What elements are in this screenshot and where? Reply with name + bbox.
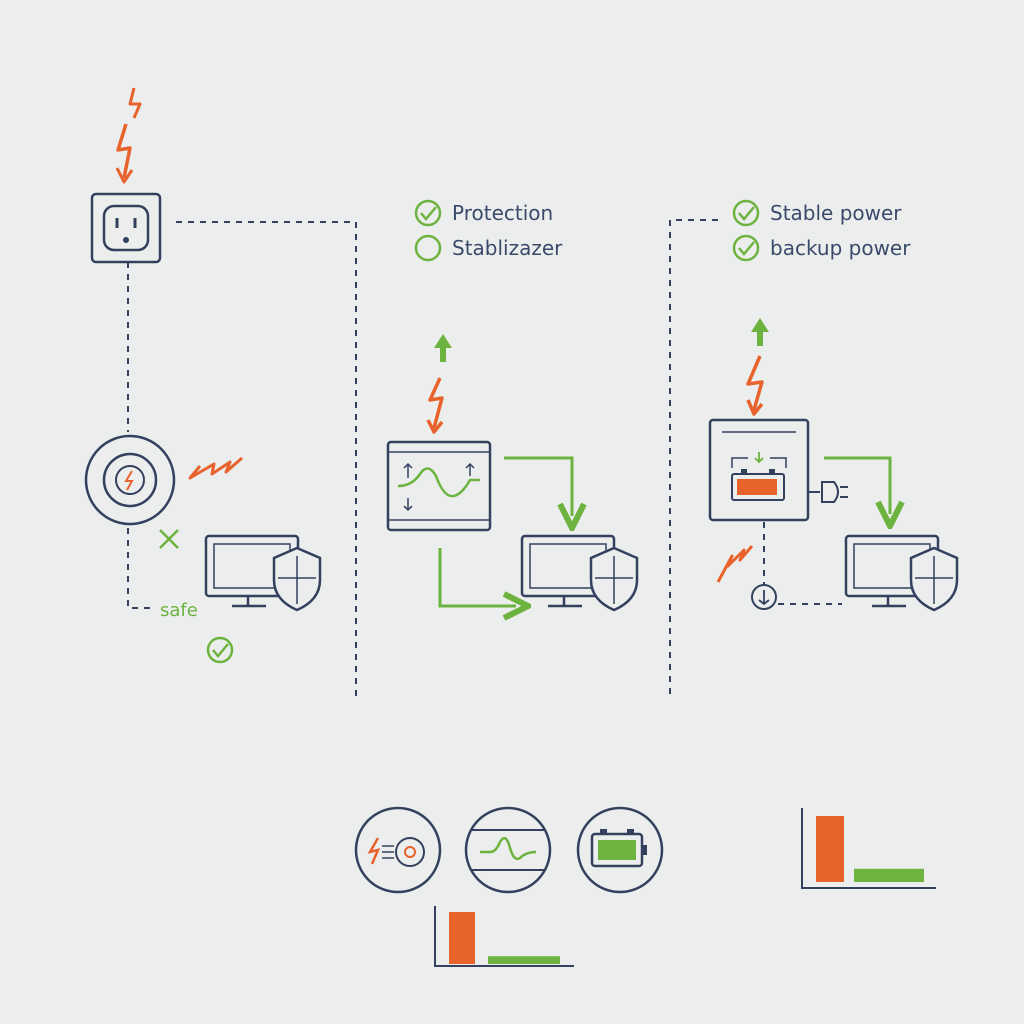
plug-icon [808,481,848,503]
surge-protector-icon [84,434,176,526]
unchecked-circle-icon [414,234,442,262]
ups-battery-icon [708,418,810,522]
chart-axes [801,808,936,889]
checklist-item: Protection [414,199,553,227]
up-arrow-icon [751,318,769,346]
checklist-item: backup power [732,234,911,262]
panel-3-ups: Stable power backup power [669,199,959,700]
ground-icon [751,584,777,610]
mini-bar-chart [801,808,936,889]
shield-icon [272,546,322,612]
bar-orange [816,816,844,882]
panel-2-stabilizer: Protection Stablizazer [386,199,639,612]
checklist-label: backup power [770,236,911,260]
panel-1-unprotected: safe [84,87,357,700]
cross-icon [159,529,179,549]
battery-icon [576,806,664,894]
sine-wave-icon [464,806,552,894]
chart-axes [434,906,574,967]
check-icon [414,199,442,227]
shield-icon [589,546,639,612]
check-icon [732,234,760,262]
checklist-item: Stablizazer [414,234,563,262]
mini-bar-chart [434,906,574,967]
bar-green [488,956,560,964]
power-outlet-icon [90,192,162,264]
lightning-icon [115,87,142,184]
check-icon [732,199,760,227]
dashed-connector [176,221,357,700]
shield-icon [909,546,959,612]
lightning-icon [426,377,444,434]
bar-green [854,868,924,882]
dashed-connector [127,528,156,609]
checklist-label: Stable power [770,201,902,225]
checklist-label: Protection [452,201,553,225]
legend-icons [354,806,664,894]
lightning-icon [746,355,764,416]
voltage-stabilizer-icon [386,440,492,532]
lightning-icon [188,456,243,480]
dashed-connector [669,219,718,700]
lightning-icon [716,545,754,583]
check-icon [206,636,234,664]
checklist-item: Stable power [732,199,902,227]
up-arrow-icon [434,334,452,362]
bar-orange [449,912,475,964]
checklist-label: Stablizazer [452,236,563,260]
flow-arrow [504,456,572,516]
flow-arrow [824,456,890,514]
surge-protector-icon [354,806,442,894]
flow-arrow [438,548,516,606]
safe-label: safe [160,600,198,621]
